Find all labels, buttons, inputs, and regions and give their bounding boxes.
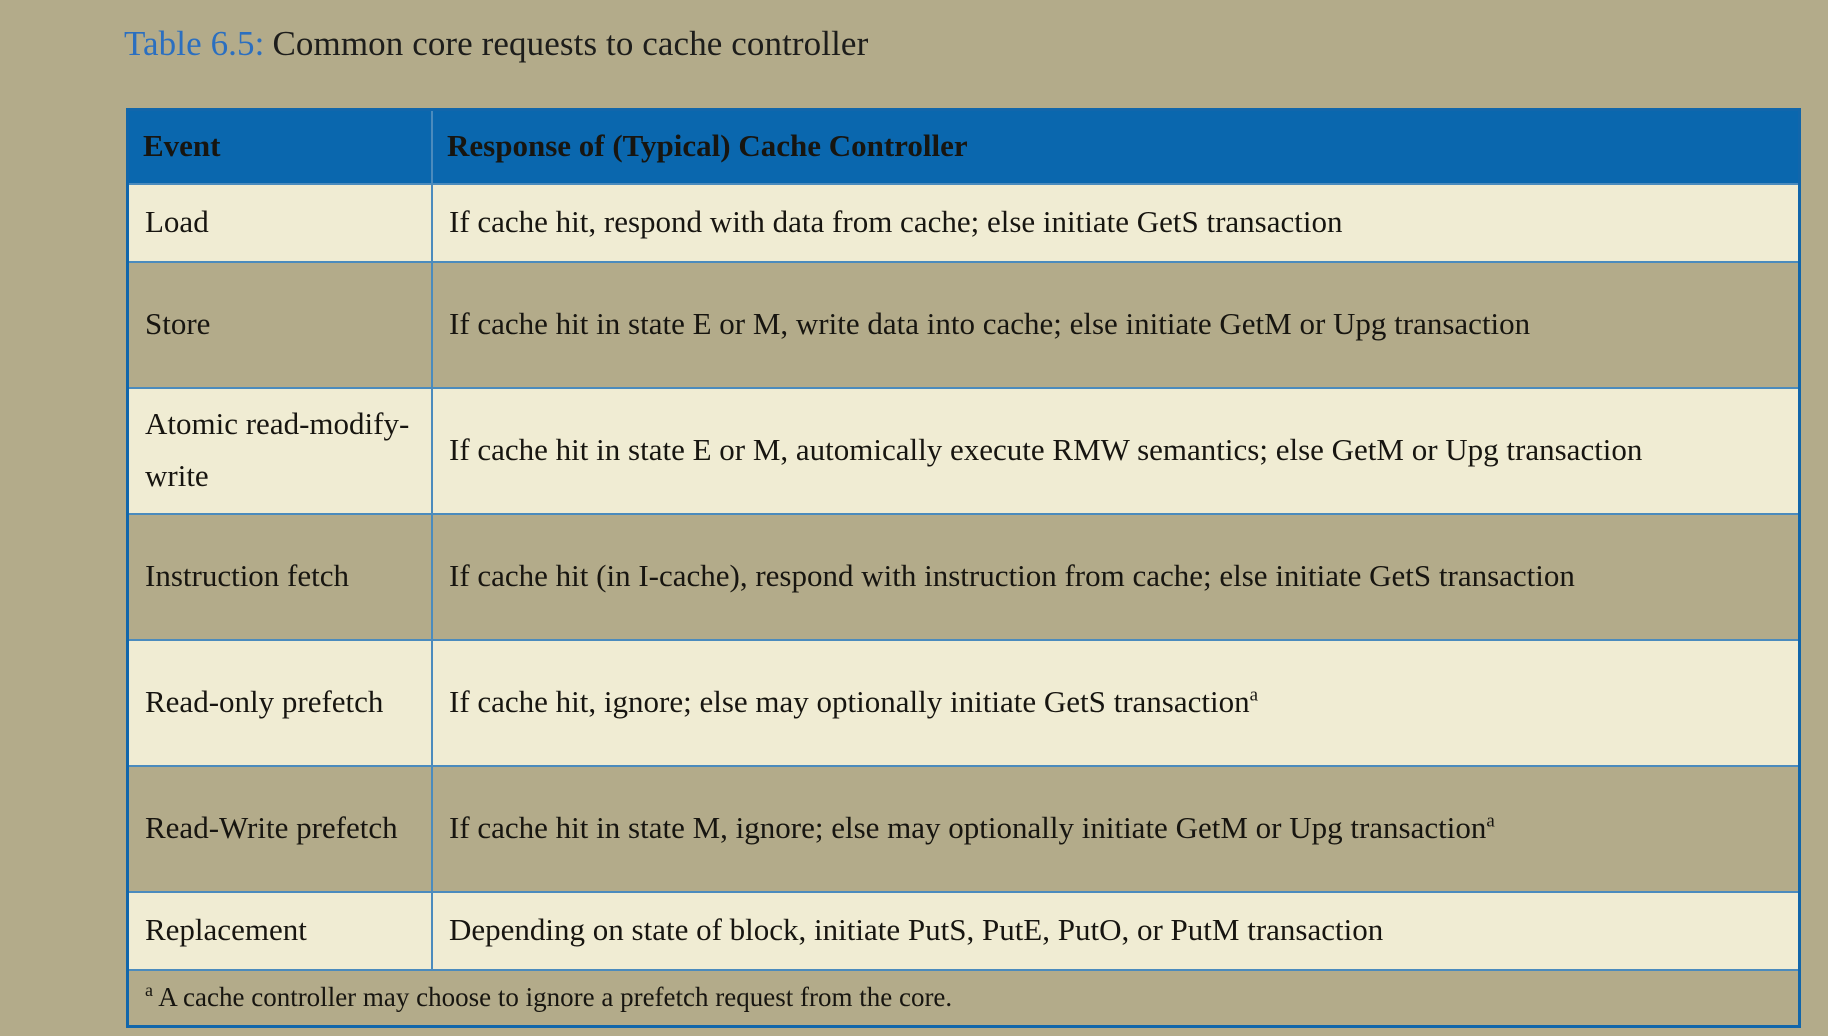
cell-event: Read-only prefetch	[129, 640, 433, 767]
footnote-marker: a	[145, 980, 153, 1000]
table-row: Read-Write prefetch If cache hit in stat…	[129, 766, 1798, 893]
table-container: Event Response of (Typical) Cache Contro…	[126, 108, 1801, 1028]
footnote-text: A cache controller may choose to ignore …	[158, 982, 953, 1012]
cell-event: Store	[129, 262, 433, 389]
table-foot: a A cache controller may choose to ignor…	[129, 970, 1798, 1025]
table-row: Atomic read-modify-write If cache hit in…	[129, 388, 1798, 515]
cell-response: If cache hit in state E or M, automicall…	[432, 388, 1798, 515]
table-footnote: a A cache controller may choose to ignor…	[129, 970, 1798, 1025]
table-body: Load If cache hit, respond with data fro…	[129, 184, 1798, 971]
table-row: Read-only prefetch If cache hit, ignore;…	[129, 640, 1798, 767]
cell-response: If cache hit in state E or M, write data…	[432, 262, 1798, 389]
footnote-marker: a	[1486, 810, 1495, 832]
cell-response: If cache hit (in I-cache), respond with …	[432, 514, 1798, 641]
table-caption-text: Common core requests to cache controller	[272, 24, 869, 63]
table-row: Load If cache hit, respond with data fro…	[129, 184, 1798, 263]
requests-table: Event Response of (Typical) Cache Contro…	[129, 111, 1798, 1025]
cell-event: Atomic read-modify-write	[129, 388, 433, 515]
table-row: Replacement Depending on state of block,…	[129, 892, 1798, 971]
cell-response: If cache hit, respond with data from cac…	[432, 184, 1798, 263]
table-header-row: Event Response of (Typical) Cache Contro…	[129, 111, 1798, 185]
cell-response: If cache hit in state M, ignore; else ma…	[432, 766, 1798, 893]
cell-event: Read-Write prefetch	[129, 766, 433, 893]
table-row: Instruction fetch If cache hit (in I-cac…	[129, 514, 1798, 641]
table-head: Event Response of (Typical) Cache Contro…	[129, 111, 1798, 185]
footnote-marker: a	[1249, 684, 1259, 706]
footnote-row: a A cache controller may choose to ignor…	[129, 970, 1798, 1025]
table-caption: Table 6.5:Common core requests to cache …	[124, 22, 868, 66]
cell-response: If cache hit, ignore; else may optionall…	[432, 640, 1798, 767]
table-caption-label: Table 6.5:	[124, 24, 265, 63]
cell-response-text: If cache hit, ignore; else may optionall…	[449, 684, 1250, 719]
column-header-response: Response of (Typical) Cache Controller	[432, 111, 1798, 185]
column-header-event: Event	[129, 111, 433, 185]
cell-response-text: If cache hit in state M, ignore; else ma…	[449, 810, 1487, 845]
cell-event: Load	[129, 184, 433, 263]
cell-event: Replacement	[129, 892, 433, 971]
table-row: Store If cache hit in state E or M, writ…	[129, 262, 1798, 389]
cell-event: Instruction fetch	[129, 514, 433, 641]
cell-response: Depending on state of block, initiate Pu…	[432, 892, 1798, 971]
